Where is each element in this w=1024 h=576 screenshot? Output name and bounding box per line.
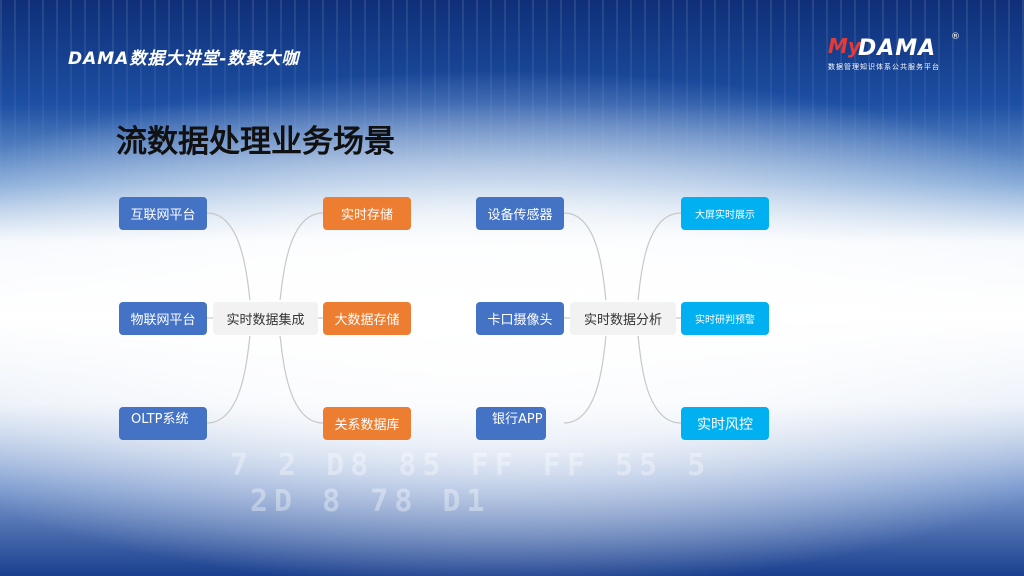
mydama-logo: My DAMA ® 数据管理知识体系公共服务平台 (828, 32, 968, 74)
node-bigscreen-display: 大屏实时展示 (681, 197, 769, 230)
hub-realtime-integration: 实时数据集成 (213, 302, 318, 335)
hex-line-2: 2D 8 78 D1 (250, 484, 491, 519)
node-realtime-risk-control: 实时风控 (681, 407, 769, 440)
connector-line (279, 335, 324, 424)
background-hex-text: 7 2 D8 85 FF FF 55 5 2D 8 78 D1 (230, 448, 830, 520)
hex-line-1: 7 2 D8 85 FF FF 55 5 (230, 448, 712, 483)
connector-line (206, 335, 251, 424)
node-device-sensor: 设备传感器 (476, 197, 564, 230)
connector-line (206, 212, 251, 301)
node-realtime-storage: 实时存储 (323, 197, 411, 230)
node-realtime-warning: 实时研判预警 (681, 302, 769, 335)
header-title: DAMA数据大讲堂-数聚大咖 (68, 49, 300, 69)
logo-dama: DAMA (858, 36, 937, 61)
page-title: 流数据处理业务场景 (116, 124, 395, 160)
node-bank-app: 银行APP (476, 407, 546, 440)
node-internet-platform: 互联网平台 (119, 197, 207, 230)
hub-realtime-analysis: 实时数据分析 (570, 302, 676, 335)
logo-subtitle: 数据管理知识体系公共服务平台 (828, 63, 940, 71)
connector-line (637, 335, 682, 424)
node-relational-db: 关系数据库 (323, 407, 411, 440)
logo-my: My (828, 34, 861, 58)
logo-registered-mark: ® (951, 32, 960, 42)
node-iot-platform: 物联网平台 (119, 302, 207, 335)
connector-line (637, 212, 682, 301)
connector-line (563, 212, 607, 301)
node-bigdata-storage: 大数据存储 (323, 302, 411, 335)
node-checkpoint-camera: 卡口摄像头 (476, 302, 564, 335)
connector-line (563, 335, 607, 424)
node-oltp-system: OLTP系统 (119, 407, 207, 440)
connector-line (279, 212, 324, 301)
